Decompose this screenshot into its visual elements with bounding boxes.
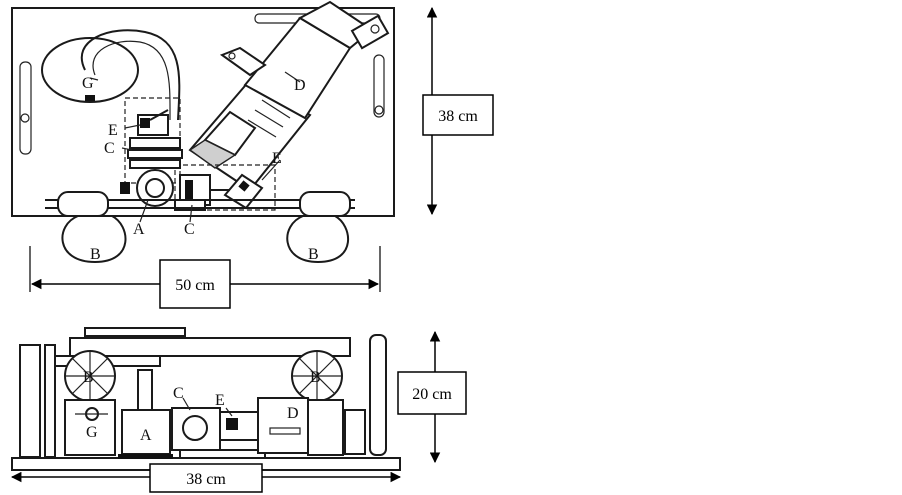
top-view: G D E C E A C B B 38 cm 50 cm [11, 0, 494, 309]
bulb-b-left [61, 215, 127, 264]
handle-left [57, 191, 109, 217]
dimension-width-side: 38 cm [186, 471, 226, 488]
label-b-side-left: B [83, 369, 94, 386]
top-base-plate [11, 7, 395, 217]
label-c-bottom: C [184, 221, 195, 238]
pump-c-bottom [174, 174, 211, 211]
dimension-box-side-width [149, 463, 263, 493]
dimension-box-width [159, 259, 231, 309]
label-d: D [294, 77, 306, 94]
label-e-right: E [272, 150, 282, 167]
motor-a-side [118, 369, 173, 459]
reservoir-g [41, 37, 139, 103]
dimension-width-top: 50 cm [175, 277, 215, 294]
disc-b-right [291, 350, 343, 402]
label-e-side: E [215, 392, 225, 409]
handle-right [299, 191, 351, 217]
label-b-side-right: B [310, 369, 321, 386]
label-c-left: C [104, 140, 115, 157]
label-e-left: E [108, 122, 118, 139]
detector-d [188, 0, 390, 192]
label-a-side: A [140, 427, 152, 444]
side-view: B B C E D G A 20 cm 38 cm [10, 327, 467, 493]
bulb-b-right [286, 215, 349, 264]
dimension-box-height [422, 94, 494, 136]
dimension-box-side-height [397, 371, 467, 415]
gauge-g [64, 399, 116, 456]
valve-e-left [137, 109, 169, 136]
label-d-side: D [287, 405, 299, 422]
label-a: A [133, 221, 145, 238]
label-g-side: G [86, 424, 98, 441]
label-b-left: B [90, 246, 101, 263]
detector-d-side [257, 397, 366, 456]
label-b-right: B [308, 246, 319, 263]
motor-a [120, 169, 174, 207]
valve-e-side [219, 411, 259, 441]
dimension-height-side: 20 cm [412, 386, 452, 403]
dimension-height-top: 38 cm [438, 108, 478, 125]
pump-c-left [127, 137, 183, 169]
label-g: G [82, 75, 94, 92]
label-c-side: C [173, 385, 184, 402]
top-slot [19, 61, 32, 155]
top-slot [373, 54, 385, 118]
